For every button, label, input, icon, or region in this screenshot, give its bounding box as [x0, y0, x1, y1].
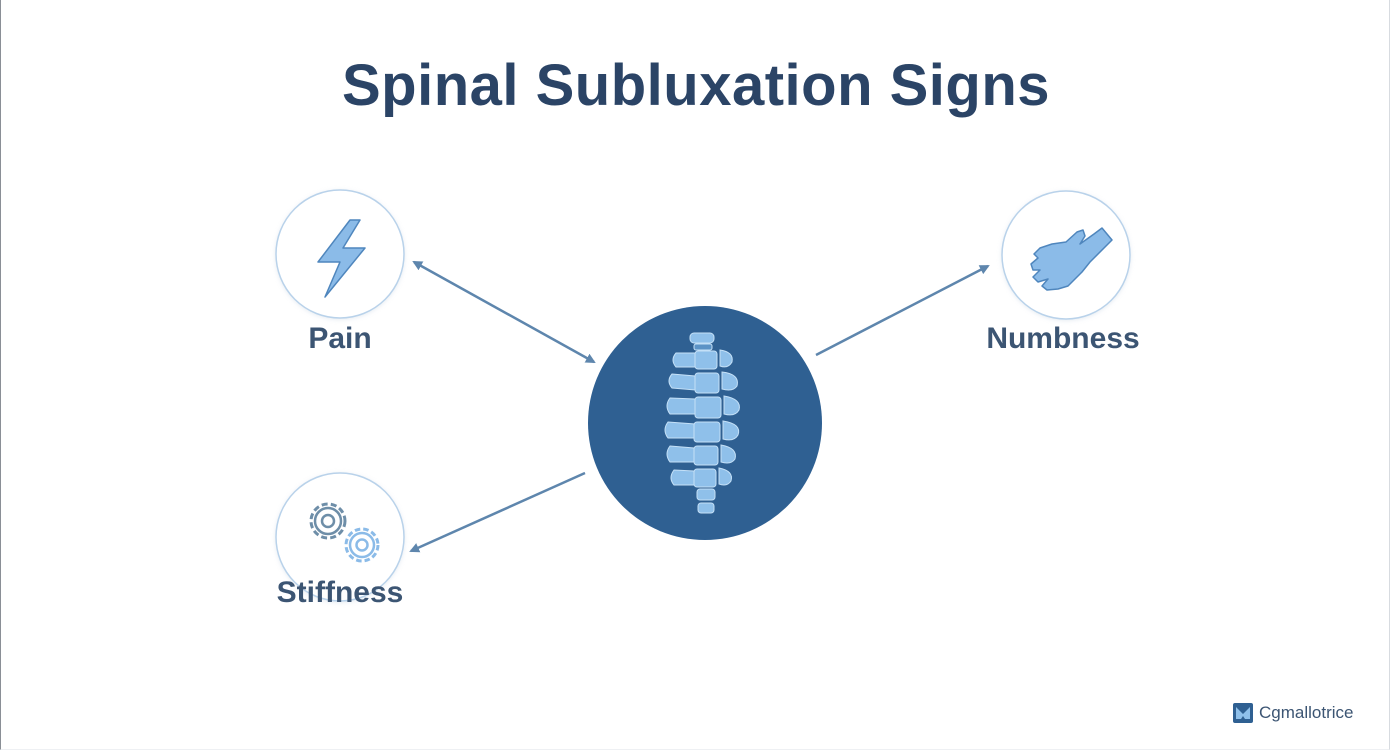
spine-node	[588, 306, 822, 540]
brand-logo-icon	[1233, 703, 1253, 723]
page-title: Spinal Subluxation Signs	[341, 53, 1051, 118]
pain-node	[275, 189, 405, 319]
arrow-center-numbness	[815, 264, 990, 357]
numbness-node	[1001, 190, 1131, 320]
numbness-label: Numbness	[986, 322, 1140, 355]
stiffness-label: Stiffness	[276, 576, 404, 609]
arrow-center-stiffness	[409, 471, 586, 553]
stiffness-node	[275, 472, 405, 602]
arrow-center-pain	[412, 260, 596, 364]
hand-icon	[1030, 227, 1113, 291]
lightning-bolt-icon	[317, 219, 366, 298]
spine-icon	[664, 332, 740, 514]
brand: Cgmallotrice	[1233, 703, 1353, 723]
gears-icon	[309, 502, 380, 563]
brand-name: Cgmallotrice	[1259, 703, 1354, 722]
pain-label: Pain	[308, 322, 372, 355]
